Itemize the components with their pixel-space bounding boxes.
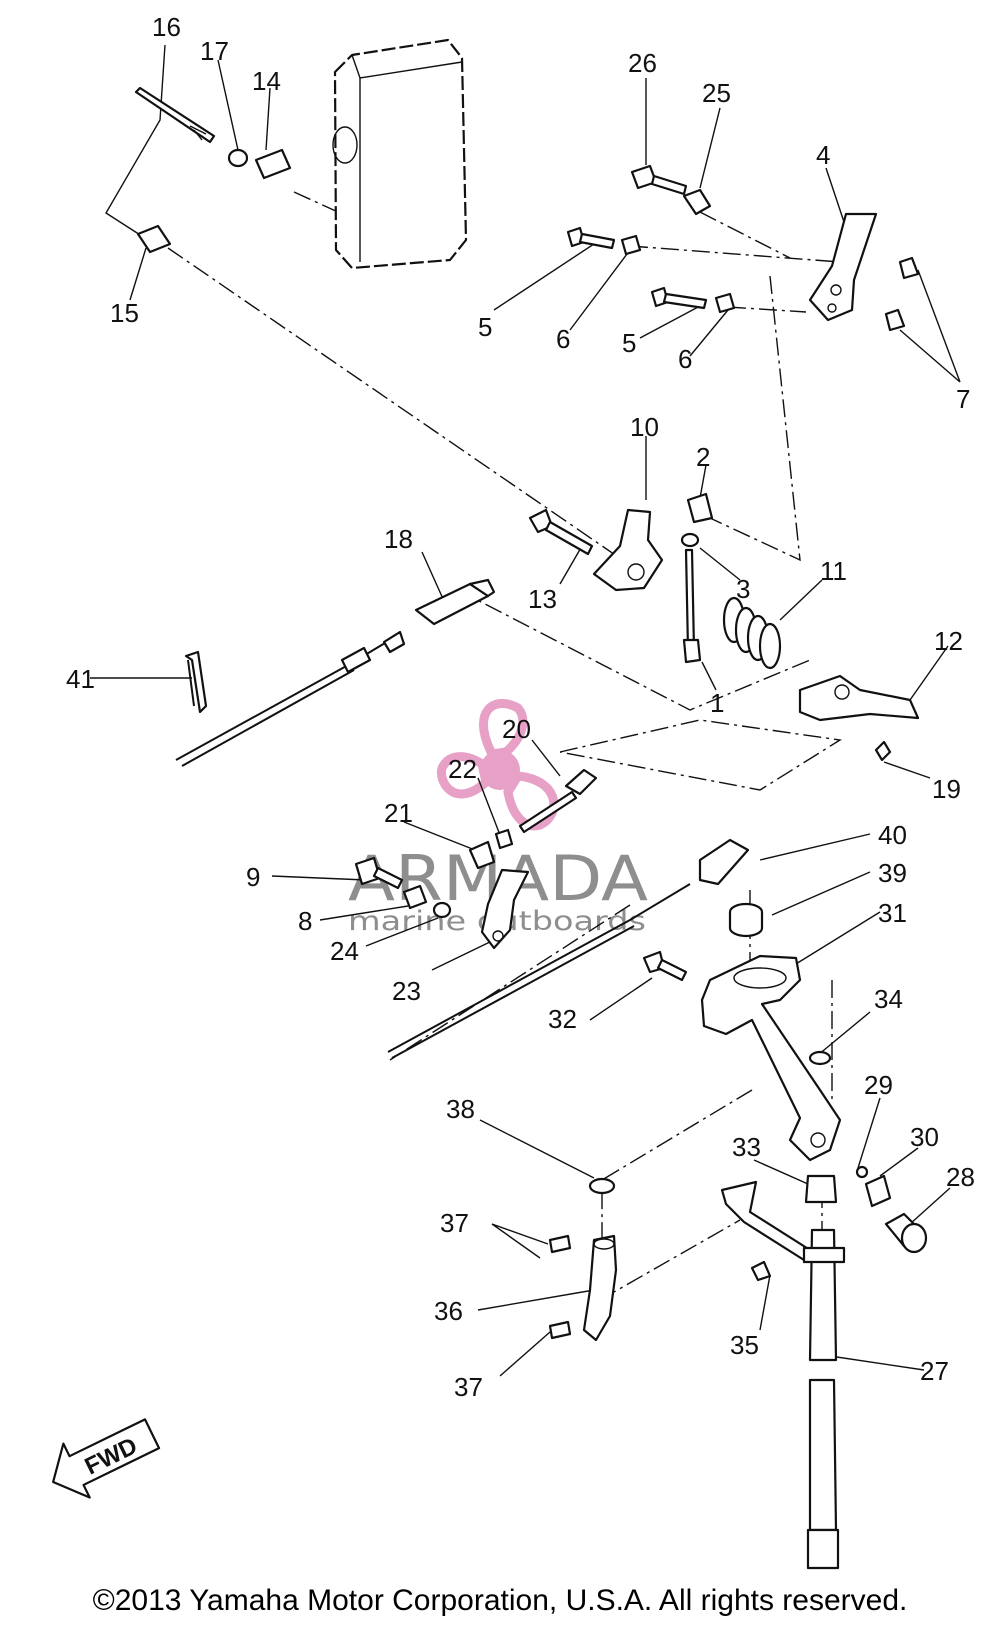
joint-15 xyxy=(136,224,172,254)
nut-6b xyxy=(714,292,736,314)
callout-6a: 6 xyxy=(556,324,570,354)
callout-27: 27 xyxy=(920,1356,949,1386)
callout-17: 17 xyxy=(200,36,229,66)
copyright-notice: ©2013 Yamaha Motor Corporation, U.S.A. A… xyxy=(92,1584,908,1617)
callout-31: 31 xyxy=(878,898,907,928)
callout-22: 22 xyxy=(448,754,477,784)
clip-41 xyxy=(184,650,208,714)
throttle-rod-16 xyxy=(134,86,216,144)
joint-40 xyxy=(698,838,750,886)
bolt-26 xyxy=(630,164,688,196)
assembly-lines xyxy=(167,191,842,1301)
caps-7 xyxy=(884,256,920,332)
callout-21: 21 xyxy=(384,798,413,828)
throttle-cable xyxy=(175,630,406,767)
bushing-33 xyxy=(804,1174,838,1204)
callouts: 16 17 14 15 26 25 4 5 6 5 6 7 10 2 3 11 … xyxy=(66,12,975,1402)
callout-3: 3 xyxy=(736,574,750,604)
shift-lever-36 xyxy=(582,1234,618,1342)
shift-cable xyxy=(387,883,691,1059)
callout-10: 10 xyxy=(630,412,659,442)
shift-arm xyxy=(720,1180,812,1262)
fwd-arrow-icon: FWD xyxy=(52,1418,161,1499)
lever-10 xyxy=(592,508,664,592)
lever-12 xyxy=(798,674,920,722)
callout-1: 1 xyxy=(710,688,724,718)
callout-37a: 37 xyxy=(440,1208,469,1238)
callout-30: 30 xyxy=(910,1122,939,1152)
bolt-32 xyxy=(642,950,688,982)
bolt-9 xyxy=(354,856,404,890)
spring-11 xyxy=(722,596,782,670)
callout-19: 19 xyxy=(932,774,961,804)
callout-29: 29 xyxy=(864,1070,893,1100)
collar-8 xyxy=(402,884,428,910)
plug-28 xyxy=(884,1212,928,1254)
callout-8: 8 xyxy=(298,906,312,936)
callout-15: 15 xyxy=(110,298,139,328)
joint-21 xyxy=(468,840,496,870)
callout-39: 39 xyxy=(878,858,907,888)
callout-13: 13 xyxy=(528,584,557,614)
callout-24: 24 xyxy=(330,936,359,966)
callout-26: 26 xyxy=(628,48,657,78)
washer-38 xyxy=(588,1177,616,1195)
callout-16: 16 xyxy=(152,12,181,42)
callout-32: 32 xyxy=(548,1004,577,1034)
bolt-13 xyxy=(528,508,594,556)
callout-14: 14 xyxy=(252,66,281,96)
callout-36: 36 xyxy=(434,1296,463,1326)
callout-40: 40 xyxy=(878,820,907,850)
propeller-logo-icon xyxy=(436,699,559,831)
shift-lever-31 xyxy=(700,954,842,1162)
nut-6a xyxy=(620,234,642,256)
nut-22 xyxy=(494,828,514,850)
bolt-5a xyxy=(566,226,616,250)
callout-20: 20 xyxy=(502,714,531,744)
callout-7: 7 xyxy=(956,384,970,414)
callout-35: 35 xyxy=(730,1330,759,1360)
pin-35 xyxy=(750,1260,772,1282)
callout-5a: 5 xyxy=(478,312,492,342)
nut-17 xyxy=(227,148,249,168)
leader-lines xyxy=(90,44,961,1377)
lever-4 xyxy=(808,212,878,322)
collar-25 xyxy=(682,188,712,216)
callout-23: 23 xyxy=(392,976,421,1006)
callout-2: 2 xyxy=(696,442,710,472)
callout-12: 12 xyxy=(934,626,963,656)
callout-25: 25 xyxy=(702,78,731,108)
lever-23 xyxy=(480,868,530,950)
shift-rod-27 xyxy=(802,1228,846,1570)
callout-4: 4 xyxy=(816,140,830,170)
collar-39 xyxy=(728,902,764,938)
washer-24 xyxy=(432,901,452,919)
callout-11: 11 xyxy=(820,556,847,586)
washer-3 xyxy=(680,532,700,548)
washer-34 xyxy=(808,1050,832,1066)
callout-34: 34 xyxy=(874,984,903,1014)
callout-37b: 37 xyxy=(454,1372,483,1402)
rod-1 xyxy=(682,548,702,664)
joint-14 xyxy=(254,148,292,180)
callout-18: 18 xyxy=(384,524,413,554)
bolt-5b xyxy=(650,286,708,310)
joint-2 xyxy=(686,492,714,524)
callout-38: 38 xyxy=(446,1094,475,1124)
callout-33: 33 xyxy=(732,1132,761,1162)
engine-cover xyxy=(332,38,468,270)
callout-5b: 5 xyxy=(622,328,636,358)
pin-19 xyxy=(874,740,892,762)
spring-30 xyxy=(864,1174,892,1208)
callout-6b: 6 xyxy=(678,344,692,374)
rod-20 xyxy=(518,768,598,834)
callout-28: 28 xyxy=(946,1162,975,1192)
callout-41: 41 xyxy=(66,664,95,694)
ball-29 xyxy=(855,1165,869,1179)
callout-9: 9 xyxy=(246,862,260,892)
pins-37 xyxy=(548,1234,572,1340)
link-18 xyxy=(414,578,496,626)
